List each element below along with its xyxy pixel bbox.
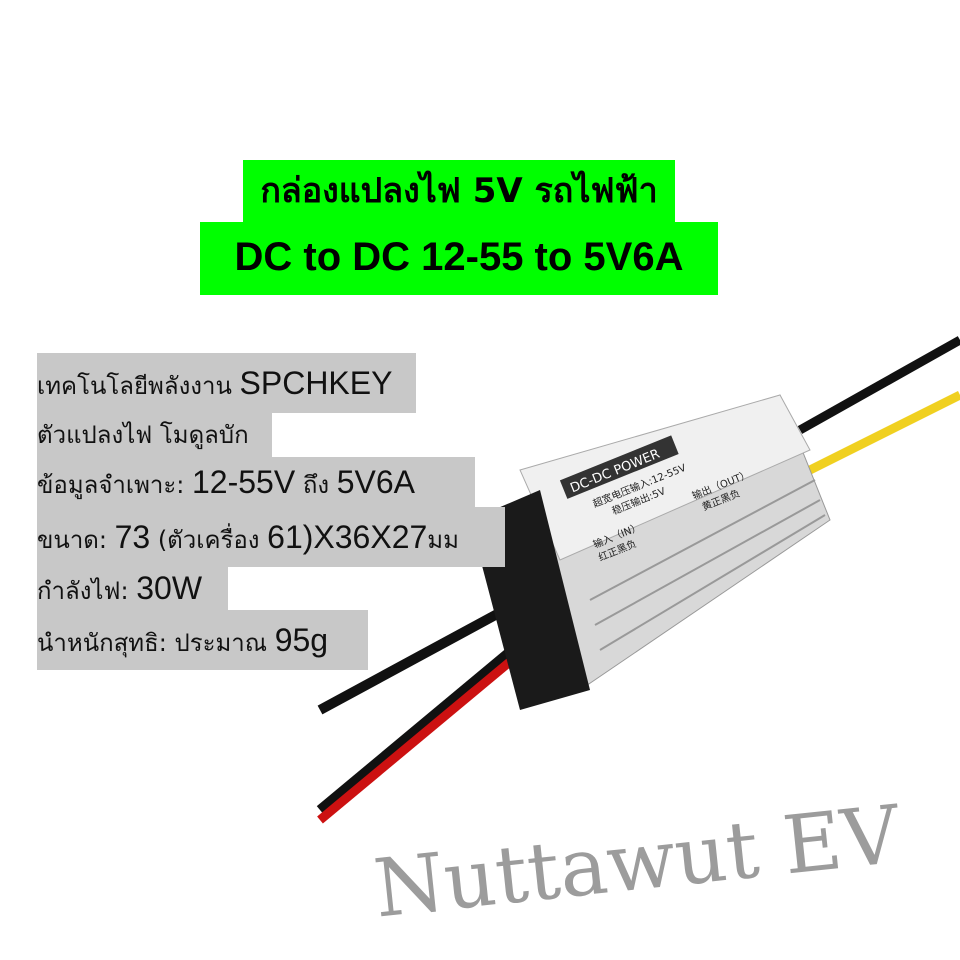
title-line-1: กล่องแปลงไฟ 5V รถไฟฟ้า [243, 160, 675, 222]
spec-row: เทคโนโลยีพลังงาน SPCHKEY [37, 353, 416, 413]
spec-row: ขนาด: 73 (ตัวเครื่อง 61)X36X27มม [37, 507, 505, 567]
spec-row: กำลังไฟ: 30W [37, 567, 228, 610]
converter-box: DC-DC POWER 超宽电压输入:12-55V 稳压输出:5V 输入（IN）… [470, 394, 831, 710]
spec-row: ตัวแปลงไฟ โมดูลบัก [37, 413, 272, 457]
spec-row: นำหนักสุทธิ: ประมาณ 95g [37, 610, 368, 670]
title-line-2: DC to DC 12-55 to 5V6A [200, 222, 718, 295]
spec-row: ข้อมูลจำเพาะ: 12-55V ถึง 5V6A [37, 457, 475, 507]
